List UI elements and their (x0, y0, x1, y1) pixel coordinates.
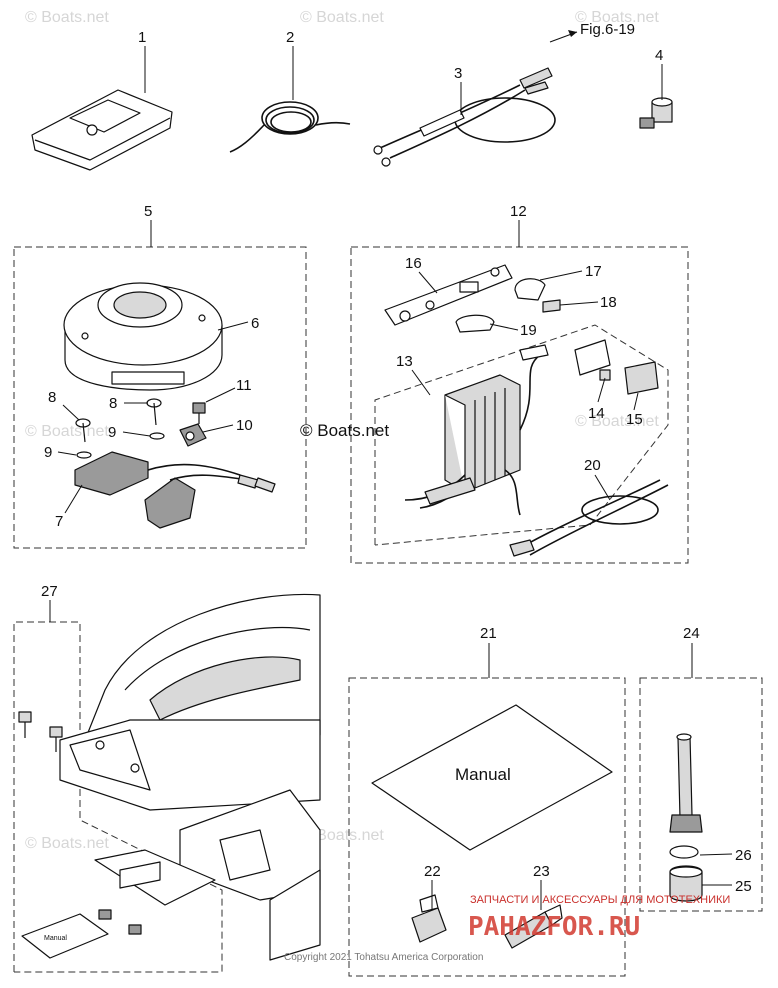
callout-22: 22 (424, 863, 441, 880)
rectifier-part (404, 339, 659, 516)
watermark-mid-right: © Boats.net (575, 413, 659, 430)
callout-9a: 9 (108, 424, 116, 441)
group-box-5 (13, 246, 307, 549)
callout-7: 7 (55, 513, 63, 530)
watermark-mid-left: © Boats.net (25, 423, 109, 440)
engine-casing-part (59, 593, 321, 961)
callout-11: 11 (236, 377, 252, 394)
pouch-part (31, 89, 173, 171)
callout-27: 27 (41, 583, 58, 600)
callout-16: 16 (405, 255, 422, 272)
callout-19: 19 (520, 322, 537, 339)
manual-label: Manual (455, 765, 511, 784)
clamp-part (179, 402, 207, 447)
group-box-13 (374, 324, 669, 546)
watermark-top-left: © Boats.net (25, 9, 109, 26)
manual-part: Manual (371, 704, 613, 851)
bolts-27-part (18, 711, 142, 935)
callout-numbers: 1 2 3 4 5 6 7 8 8 9 9 10 11 12 13 14 15 … (41, 21, 752, 895)
callout-4: 4 (655, 47, 663, 64)
callout-3: 3 (454, 65, 462, 82)
callout-6: 6 (251, 315, 259, 332)
callout-8b: 8 (109, 395, 117, 412)
watermark-bottom-left: © Boats.net (25, 835, 109, 852)
callout-20: 20 (584, 457, 601, 474)
callout-13: 13 (396, 353, 413, 370)
callout-9b: 9 (44, 444, 52, 461)
callout-26: 26 (735, 847, 752, 864)
flywheel-part (63, 282, 223, 391)
callout-14: 14 (588, 405, 605, 422)
coiled-wire-part (229, 101, 351, 153)
stamp-logo: PAHAZFOR.RU (468, 912, 640, 942)
callout-10: 10 (236, 417, 253, 434)
callout-25: 25 (735, 878, 752, 895)
small-manual-part: Manual (21, 913, 109, 959)
callout-8a: 8 (48, 389, 56, 406)
group-box-21 (348, 677, 626, 977)
stamp-caption: ЗАПЧАСТИ И АКСЕССУАРЫ ДЛЯ МОТОТЕХНИКИ (470, 894, 730, 906)
callout-1: 1 (138, 29, 146, 46)
watermark-bottom-center: © Boats.net (300, 827, 384, 844)
callout-24: 24 (683, 625, 700, 642)
copyright-text: Copyright 2021 Tohatsu America Corporati… (284, 952, 483, 963)
figure-reference: Fig.6-19 (580, 21, 635, 38)
callout-17: 17 (585, 263, 602, 280)
plug-part (411, 894, 563, 949)
ignition-coil-part (74, 451, 276, 529)
watermark-top-right: © Boats.net (575, 9, 659, 26)
wire-20-part (509, 479, 669, 557)
cap-bolt-part (639, 97, 673, 129)
harness-part (373, 67, 556, 167)
leader-lines (49, 31, 733, 910)
callout-5: 5 (144, 203, 152, 220)
watermark-center: © Boats.net (300, 421, 389, 440)
group-box-24 (639, 677, 763, 912)
callout-2: 2 (286, 29, 294, 46)
callout-21: 21 (480, 625, 497, 642)
arrowhead (568, 30, 577, 37)
callout-23: 23 (533, 863, 550, 880)
valve-part (669, 733, 703, 902)
small-manual-label: Manual (44, 935, 67, 942)
callout-18: 18 (600, 294, 617, 311)
bracket-part (384, 264, 561, 333)
callout-15: 15 (626, 411, 643, 428)
watermark-top-center: © Boats.net (300, 9, 384, 26)
callout-12: 12 (510, 203, 527, 220)
